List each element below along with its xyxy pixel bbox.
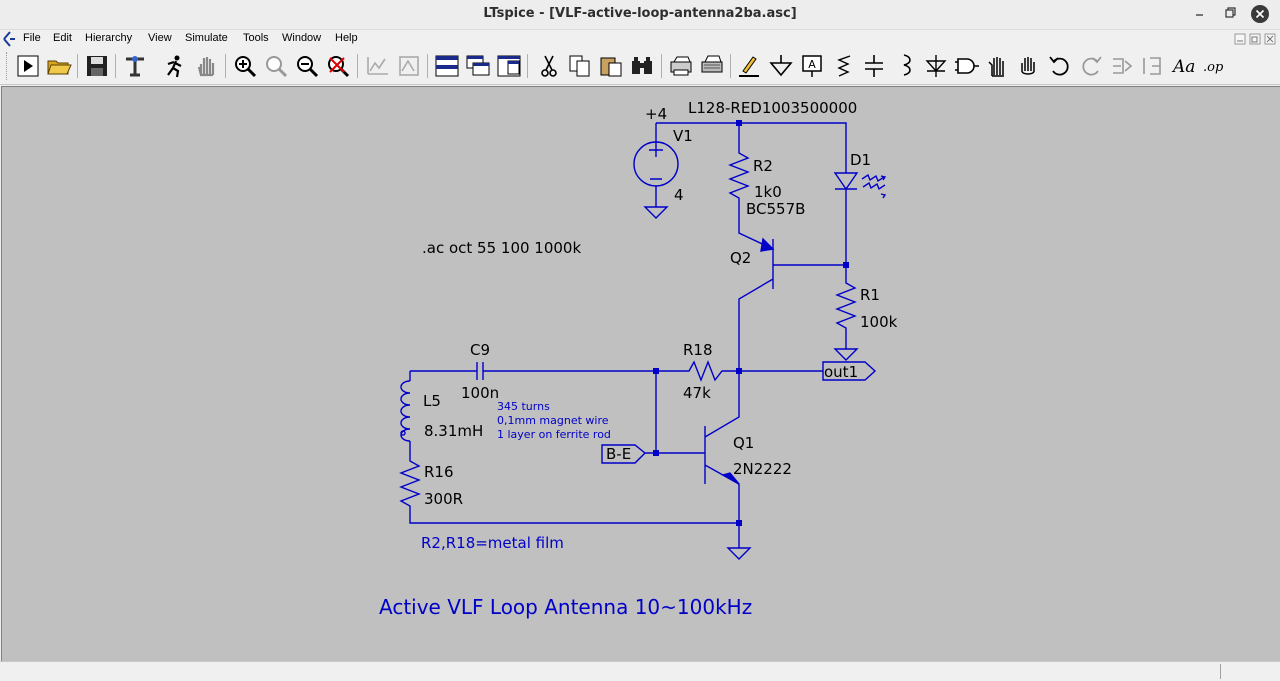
r18-name[interactable]: R18 <box>683 341 713 359</box>
menu-edit[interactable]: Edit <box>53 32 72 44</box>
drag-icon[interactable] <box>1016 53 1042 79</box>
coil-note-line: 0,1mm magnet wire <box>497 414 609 427</box>
autorange-icon[interactable] <box>365 53 391 79</box>
r16-name[interactable]: R16 <box>424 463 454 481</box>
junctions <box>653 120 849 526</box>
q1-value[interactable]: 2N2222 <box>733 460 792 478</box>
mdi-controls[interactable] <box>1234 32 1278 46</box>
halt-icon[interactable] <box>162 53 188 79</box>
zoom-cancel-icon[interactable] <box>325 53 351 79</box>
r2-value[interactable]: 1k0 <box>754 183 782 201</box>
zoom-out-icon[interactable] <box>294 53 320 79</box>
q2-name[interactable]: Q2 <box>730 249 752 267</box>
v1-value[interactable]: 4 <box>674 186 684 204</box>
copy-icon[interactable] <box>567 53 593 79</box>
paste-icon[interactable] <box>598 53 624 79</box>
coil-note-line: 345 turns <box>497 400 550 413</box>
undo-icon[interactable] <box>1047 53 1073 79</box>
svg-text:A: A <box>808 58 816 71</box>
title-note[interactable]: Active VLF Loop Antenna 10~100kHz <box>379 595 753 619</box>
toolbar-grip <box>6 52 10 80</box>
schematic-drawing <box>399 120 887 560</box>
menu-view[interactable]: View <box>148 32 172 44</box>
print-icon[interactable] <box>699 53 725 79</box>
maximize-button[interactable] <box>1218 3 1242 25</box>
label-net-icon[interactable]: A <box>799 53 825 79</box>
v1-symbol <box>649 143 663 180</box>
ground-icon[interactable] <box>768 53 794 79</box>
rotate-icon[interactable] <box>1109 53 1135 79</box>
spice-directive[interactable]: .ac oct 55 100 1000k <box>422 239 582 257</box>
cut-icon[interactable] <box>536 53 562 79</box>
zoom-fit-icon[interactable] <box>263 53 289 79</box>
menu-simulate[interactable]: Simulate <box>185 32 228 44</box>
window-title: LTspice - [VLF-active-loop-antenna2ba.as… <box>483 6 797 21</box>
svg-text:Aa: Aa <box>1171 57 1195 77</box>
menu-hierarchy[interactable]: Hierarchy <box>85 32 133 44</box>
c9-value[interactable]: 100n <box>461 384 500 402</box>
status-bar <box>0 661 1280 681</box>
q1-name[interactable]: Q1 <box>733 434 755 452</box>
pan-icon[interactable] <box>193 53 219 79</box>
r1-value[interactable]: 100k <box>860 313 898 331</box>
tile-icon[interactable] <box>496 53 522 79</box>
schematic-canvas[interactable]: +4 L128-RED1003500000 V1 4 R2 1k0 BC557B… <box>1 86 1280 661</box>
q2-value[interactable]: BC557B <box>746 200 806 218</box>
run-icon[interactable] <box>15 53 41 79</box>
redo-icon[interactable] <box>1078 53 1104 79</box>
coil-note[interactable]: 345 turns 0,1mm magnet wire 1 layer on f… <box>497 400 611 442</box>
wires <box>399 122 887 560</box>
menu-window[interactable]: Window <box>282 32 322 44</box>
d1-name[interactable]: D1 <box>850 151 872 169</box>
inductor-icon[interactable] <box>892 53 918 79</box>
zoom-in-icon[interactable] <box>232 53 258 79</box>
component-icon[interactable] <box>954 53 980 79</box>
r1-name[interactable]: R1 <box>860 286 880 304</box>
r2-name[interactable]: R2 <box>753 157 773 175</box>
close-button[interactable] <box>1248 3 1272 25</box>
be-port-label[interactable]: B-E <box>606 445 632 463</box>
text-icon[interactable]: Aa <box>1171 53 1197 79</box>
title-bar: LTspice - [VLF-active-loop-antenna2ba.as… <box>0 0 1280 30</box>
coil-note-line: 1 layer on ferrite rod <box>497 428 611 441</box>
diode-icon[interactable] <box>923 53 949 79</box>
menu-tools[interactable]: Tools <box>243 32 269 44</box>
l5-name[interactable]: L5 <box>423 392 441 410</box>
status-divider <box>1220 664 1221 679</box>
draw-wire-icon[interactable] <box>737 53 763 79</box>
r18-value[interactable]: 47k <box>683 384 711 402</box>
minimize-button[interactable] <box>1188 3 1212 25</box>
l5-value[interactable]: 8.31mH <box>424 422 484 440</box>
r16-value[interactable]: 300R <box>424 490 464 508</box>
net-label-l128[interactable]: L128-RED1003500000 <box>688 99 858 117</box>
move-icon[interactable] <box>985 53 1011 79</box>
toolbar: A Aa .op <box>0 48 1280 85</box>
spice-directive-icon[interactable]: .op <box>1202 53 1228 79</box>
mirror-icon[interactable] <box>1140 53 1166 79</box>
tile-horizontal-icon[interactable] <box>434 53 460 79</box>
capacitor-icon[interactable] <box>861 53 887 79</box>
menu-bar: File Edit Hierarchy View Simulate Tools … <box>0 30 1280 48</box>
save-icon[interactable] <box>84 53 110 79</box>
menu-file[interactable]: File <box>23 32 41 44</box>
resistor-icon[interactable] <box>830 53 856 79</box>
c9-name[interactable]: C9 <box>470 341 491 359</box>
resistor-note[interactable]: R2,R18=metal film <box>421 534 564 552</box>
control-panel-icon[interactable] <box>122 53 148 79</box>
mark-icon[interactable] <box>396 53 422 79</box>
supply-net-label[interactable]: +4 <box>645 105 668 123</box>
cascade-icon[interactable] <box>465 53 491 79</box>
svg-text:.op: .op <box>1203 60 1224 75</box>
find-icon[interactable] <box>629 53 655 79</box>
app-icon[interactable] <box>2 31 16 47</box>
open-icon[interactable] <box>46 53 72 79</box>
out-port-label[interactable]: out1 <box>824 363 859 381</box>
print-setup-icon[interactable] <box>668 53 694 79</box>
menu-help[interactable]: Help <box>335 32 358 44</box>
v1-name[interactable]: V1 <box>673 127 693 145</box>
